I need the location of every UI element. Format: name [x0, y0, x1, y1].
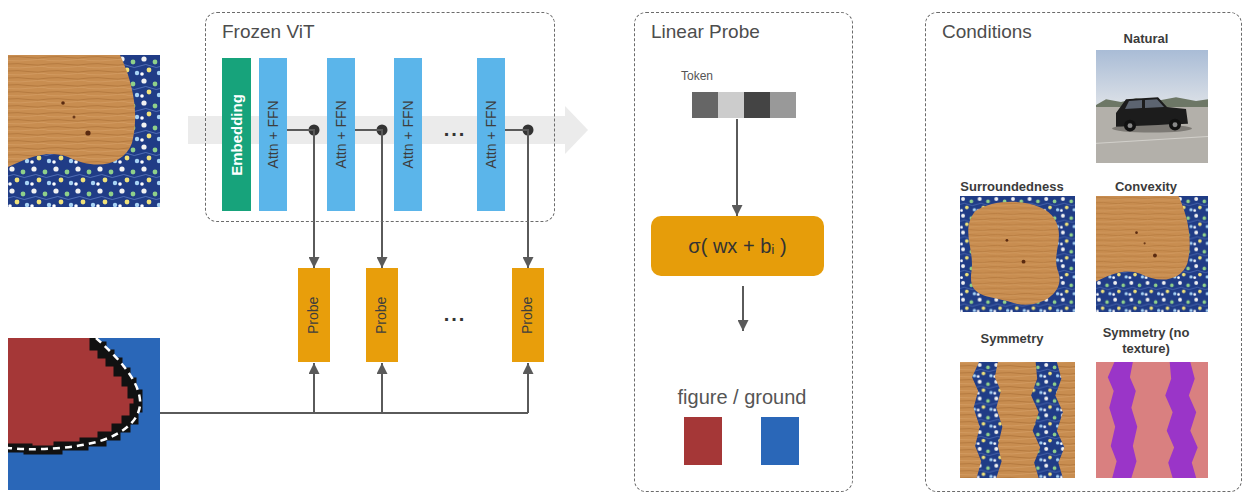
- figure-swatch: [684, 417, 722, 465]
- output-label: figure / ground: [678, 386, 807, 408]
- natural-image: [1096, 50, 1208, 163]
- condition-label: Natural: [1124, 31, 1169, 47]
- dashed-panel: ConditionsNaturalSurroundedness Convexity…: [925, 12, 1242, 492]
- token-cell: [770, 92, 796, 118]
- block-label: Embedding: [228, 94, 246, 176]
- symmetry-flat-image: [1096, 362, 1208, 478]
- label-wire: [527, 363, 529, 413]
- ellipsis: ...: [444, 118, 467, 140]
- token-cell: [744, 92, 770, 118]
- dashed-panel: Linear ProbeToken σ( wx + bᵢ ): [634, 12, 853, 492]
- connector-arrow: [355, 130, 382, 268]
- probe-block: Probe: [366, 268, 398, 362]
- condition-panel: Convexity: [1086, 177, 1206, 315]
- token-label: Token: [681, 69, 795, 83]
- embedding-block: Embedding: [222, 58, 251, 211]
- attention-block: Attn + FFN: [394, 58, 422, 211]
- panel-title: Frozen ViT: [222, 21, 554, 44]
- block-label: Attn + FFN: [400, 100, 417, 168]
- connector-arrow: [505, 130, 528, 268]
- symmetry-bands: [972, 362, 1064, 478]
- label-anchor: ...: [444, 117, 467, 141]
- condition-panel: Surroundedness: [950, 177, 1074, 315]
- block-label: σ( wx + bᵢ ): [688, 234, 786, 258]
- symmetry-image: [960, 362, 1075, 478]
- surroundedness-image: [960, 196, 1075, 312]
- panel-title: Linear Probe: [651, 21, 852, 44]
- panel-title: Conditions: [942, 21, 1241, 44]
- ground-swatch: [761, 417, 799, 465]
- block-label: Probe: [374, 296, 391, 333]
- output-arrow: [742, 286, 744, 331]
- attention-block: Attn + FFN: [477, 58, 505, 211]
- connector-arrow: [736, 119, 738, 216]
- input-image: [8, 55, 160, 207]
- label-anchor: figure / ground: [678, 385, 807, 409]
- condition-panel: Symmetry: [950, 329, 1074, 481]
- label-wire: [381, 363, 383, 413]
- block-label: Probe: [520, 296, 537, 333]
- label-wire: [313, 363, 315, 413]
- probe-function-box: σ( wx + bᵢ ): [651, 216, 824, 276]
- flow-arrowhead: [565, 106, 588, 154]
- token-cell: [692, 92, 718, 118]
- attention-block: Attn + FFN: [327, 58, 355, 211]
- connector-arrow: [287, 130, 314, 268]
- block-label: Probe: [306, 296, 323, 333]
- block-label: Attn + FFN: [483, 100, 500, 168]
- label-wire: [160, 412, 528, 414]
- symmetry-flat-bands: [1108, 362, 1198, 478]
- block-label: Attn + FFN: [265, 100, 282, 168]
- token-cell: [718, 92, 744, 118]
- token-vector: Token: [679, 69, 795, 119]
- label-anchor: ...: [444, 302, 467, 326]
- condition-label: Surroundedness: [960, 179, 1063, 195]
- ellipsis: ...: [444, 303, 467, 325]
- mask-image: [8, 338, 160, 490]
- convexity-image: [1096, 196, 1208, 312]
- probe-block: Probe: [298, 268, 330, 362]
- condition-panel: Symmetry (no texture): [1086, 323, 1206, 481]
- probe-block: Probe: [512, 268, 544, 362]
- condition-label: Convexity: [1115, 179, 1177, 195]
- dashed-panel: Frozen ViT Embedding Attn + FFN Attn + FFN A…: [205, 12, 555, 222]
- condition-panel: Natural: [1086, 29, 1206, 166]
- condition-label: Symmetry: [981, 331, 1044, 347]
- block-label: Attn + FFN: [333, 100, 350, 168]
- condition-label: Symmetry (no texture): [1096, 325, 1196, 356]
- attention-block: Attn + FFN: [259, 58, 287, 211]
